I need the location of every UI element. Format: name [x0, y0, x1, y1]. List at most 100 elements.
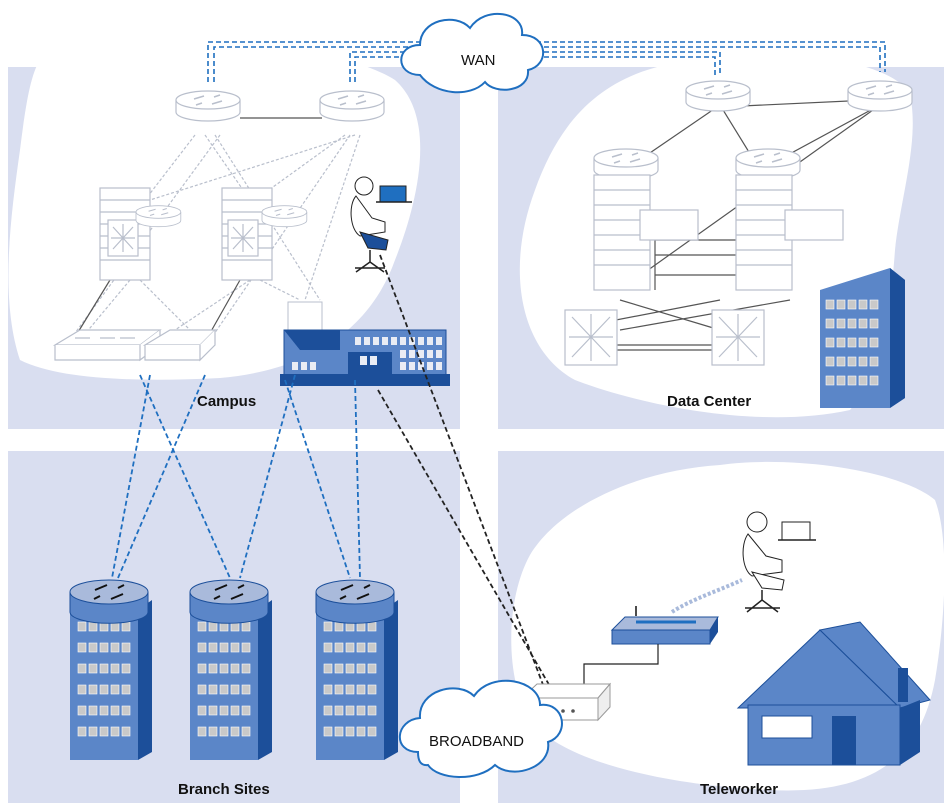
- building-window: [110, 726, 120, 737]
- building-window: [334, 663, 344, 674]
- cloud-icon: [398, 679, 563, 778]
- building-window: [334, 621, 344, 632]
- building-window: [230, 705, 240, 716]
- building-window: [367, 642, 377, 653]
- building-window: [110, 642, 120, 653]
- building-window: [356, 642, 366, 653]
- building-window: [847, 318, 857, 329]
- building-window: [334, 642, 344, 653]
- broadband-label: BROADBAND: [429, 733, 525, 750]
- wireless-router-icon: [610, 606, 719, 645]
- building-window: [208, 621, 218, 632]
- building-window: [241, 705, 251, 716]
- building-window: [858, 299, 868, 310]
- campus-label: Campus: [197, 393, 257, 410]
- building-window: [88, 621, 98, 632]
- router-icon: [319, 90, 385, 122]
- building-window: [836, 356, 846, 367]
- building-window: [345, 705, 355, 716]
- building-window: [345, 642, 355, 653]
- data-center-label: Data Center: [667, 393, 752, 410]
- modem-to-router-link: [583, 644, 659, 688]
- building-window: [77, 621, 87, 632]
- building-window: [99, 705, 109, 716]
- building-window: [88, 705, 98, 716]
- building-window: [869, 337, 879, 348]
- building-window: [858, 318, 868, 329]
- wan-label: WAN: [461, 52, 496, 69]
- building-window: [858, 356, 868, 367]
- teleworker-label: Teleworker: [700, 781, 779, 798]
- branch-wan-links: [111, 374, 361, 579]
- building-window: [208, 705, 218, 716]
- building-window: [323, 663, 333, 674]
- router-icon: [847, 80, 913, 112]
- user-at-laptop-icon: [350, 176, 412, 273]
- building-window: [241, 642, 251, 653]
- building-window: [219, 705, 229, 716]
- building-window: [825, 356, 835, 367]
- building-window: [241, 684, 251, 695]
- router-icon: [685, 80, 751, 112]
- building-window: [836, 375, 846, 386]
- campus-network-ghost: [69, 134, 361, 341]
- router-icon: [175, 90, 241, 122]
- data-center-bubble: [519, 55, 913, 418]
- building-window: [121, 726, 131, 737]
- building-window: [230, 642, 240, 653]
- building-window: [197, 663, 207, 674]
- cloud-icon: [400, 12, 545, 94]
- building-window: [869, 299, 879, 310]
- building-window: [356, 684, 366, 695]
- building-window: [847, 356, 857, 367]
- building-window: [197, 726, 207, 737]
- office-building-icon: [820, 268, 905, 408]
- branch-building-2: [190, 600, 272, 760]
- building-window: [197, 705, 207, 716]
- building-window: [323, 621, 333, 632]
- building-window: [77, 684, 87, 695]
- building-window: [858, 337, 868, 348]
- building-window: [847, 375, 857, 386]
- building-window: [847, 299, 857, 310]
- building-window: [356, 663, 366, 674]
- building-window: [219, 663, 229, 674]
- building-window: [77, 663, 87, 674]
- building-window: [88, 726, 98, 737]
- building-window: [88, 684, 98, 695]
- building-window: [356, 705, 366, 716]
- firewall-icon: [564, 174, 844, 366]
- router-icon: [69, 579, 149, 624]
- building-window: [208, 642, 218, 653]
- building-window: [121, 642, 131, 653]
- building-window: [219, 642, 229, 653]
- building-window: [241, 621, 251, 632]
- wan-cloud: [400, 12, 545, 94]
- house-icon: [736, 621, 931, 766]
- building-window: [88, 663, 98, 674]
- building-window: [99, 642, 109, 653]
- building-window: [345, 663, 355, 674]
- building-window: [836, 318, 846, 329]
- building-window: [99, 726, 109, 737]
- building-window: [345, 726, 355, 737]
- building-window: [825, 318, 835, 329]
- building-window: [334, 684, 344, 695]
- building-window: [367, 705, 377, 716]
- building-window: [858, 375, 868, 386]
- building-window: [208, 726, 218, 737]
- multilayer-switch-icon: [107, 219, 259, 257]
- building-window: [230, 726, 240, 737]
- building-window: [367, 621, 377, 632]
- building-window: [334, 705, 344, 716]
- wireless-signal: [670, 578, 743, 614]
- building-window: [323, 684, 333, 695]
- router-icon: [315, 579, 395, 624]
- building-window: [847, 337, 857, 348]
- building-window: [367, 663, 377, 674]
- branch-building-1: [70, 600, 152, 760]
- switch-icon: [52, 329, 217, 362]
- building-window: [836, 299, 846, 310]
- building-window: [121, 621, 131, 632]
- building-window: [208, 663, 218, 674]
